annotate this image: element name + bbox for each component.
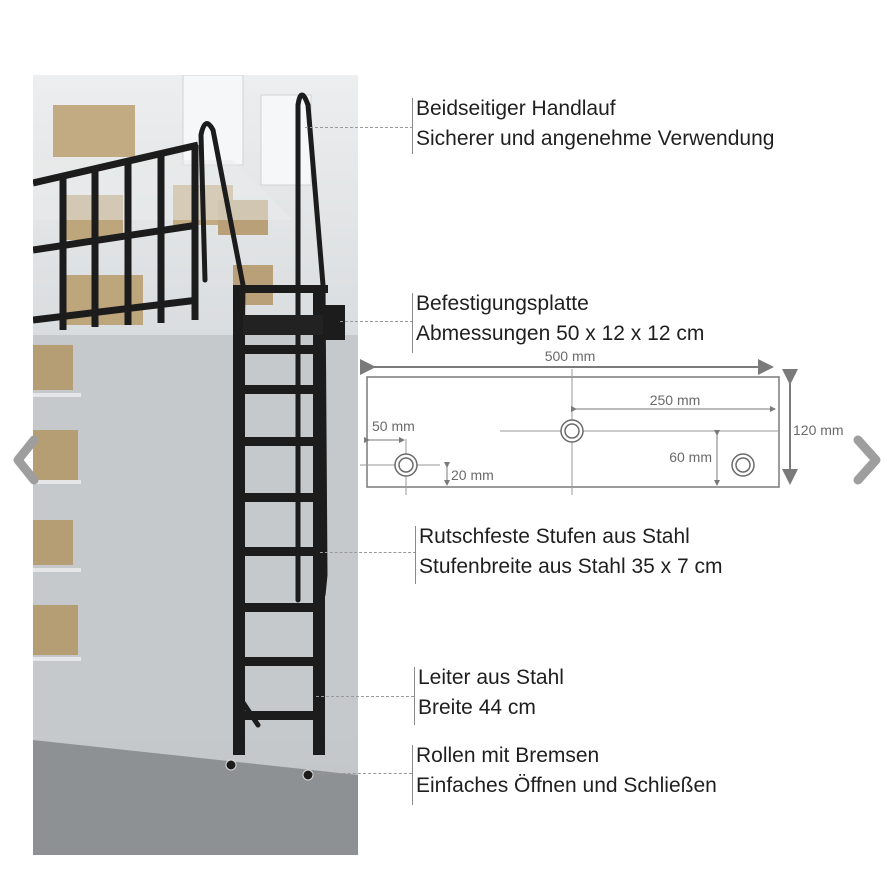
callout-subtitle: Stufenbreite aus Stahl 35 x 7 cm <box>419 555 723 578</box>
leader-line-steps <box>320 552 416 553</box>
ladder-illustration <box>33 75 358 855</box>
callout-subtitle: Einfaches Öffnen und Schließen <box>416 774 717 797</box>
chevron-right-icon <box>853 435 881 485</box>
callout-subtitle: Abmessungen 50 x 12 x 12 cm <box>416 322 705 345</box>
bottom-offset-label: 20 mm <box>451 467 494 483</box>
callout-ladder: Leiter aus Stahl Breite 44 cm <box>414 663 564 725</box>
hole-height-label: 60 mm <box>669 449 712 465</box>
callout-steps: Rutschfeste Stufen aus Stahl Stufenbreit… <box>415 522 723 584</box>
callout-title: Befestigungsplatte <box>416 292 589 315</box>
callout-title: Rutschfeste Stufen aus Stahl <box>419 525 690 548</box>
callout-mounting-plate: Befestigungsplatte Abmessungen 50 x 12 x… <box>412 289 705 353</box>
callout-wheels: Rollen mit Bremsen Einfaches Öffnen und … <box>412 741 717 805</box>
callout-handrail: Beidseitiger Handlauf Sicherer und angen… <box>412 94 774 154</box>
leader-line-mounting-plate <box>340 321 413 322</box>
callout-title: Beidseitiger Handlauf <box>416 97 616 120</box>
callout-title: Leiter aus Stahl <box>418 666 564 689</box>
height-dimension-label: 120 mm <box>793 422 844 438</box>
leader-line-wheels <box>312 773 412 774</box>
product-photo <box>33 75 358 855</box>
next-image-button[interactable] <box>846 430 886 490</box>
leader-line-ladder <box>316 696 414 697</box>
edge-offset-label: 50 mm <box>372 418 415 434</box>
center-offset-label: 250 mm <box>650 392 701 408</box>
width-dimension-label: 500 mm <box>545 348 596 364</box>
callout-subtitle: Sicherer und angenehme Verwendung <box>416 127 775 150</box>
callout-title: Rollen mit Bremsen <box>416 744 600 767</box>
mounting-plate-drawing: 500 mm 120 mm 250 mm 50 mm 20 mm 60 mm <box>360 345 860 505</box>
previous-image-button[interactable] <box>8 430 48 490</box>
mounting-hole-icon <box>394 419 755 477</box>
chevron-left-icon <box>13 435 39 485</box>
leader-line-handrail <box>305 127 413 128</box>
callout-subtitle: Breite 44 cm <box>418 696 536 719</box>
